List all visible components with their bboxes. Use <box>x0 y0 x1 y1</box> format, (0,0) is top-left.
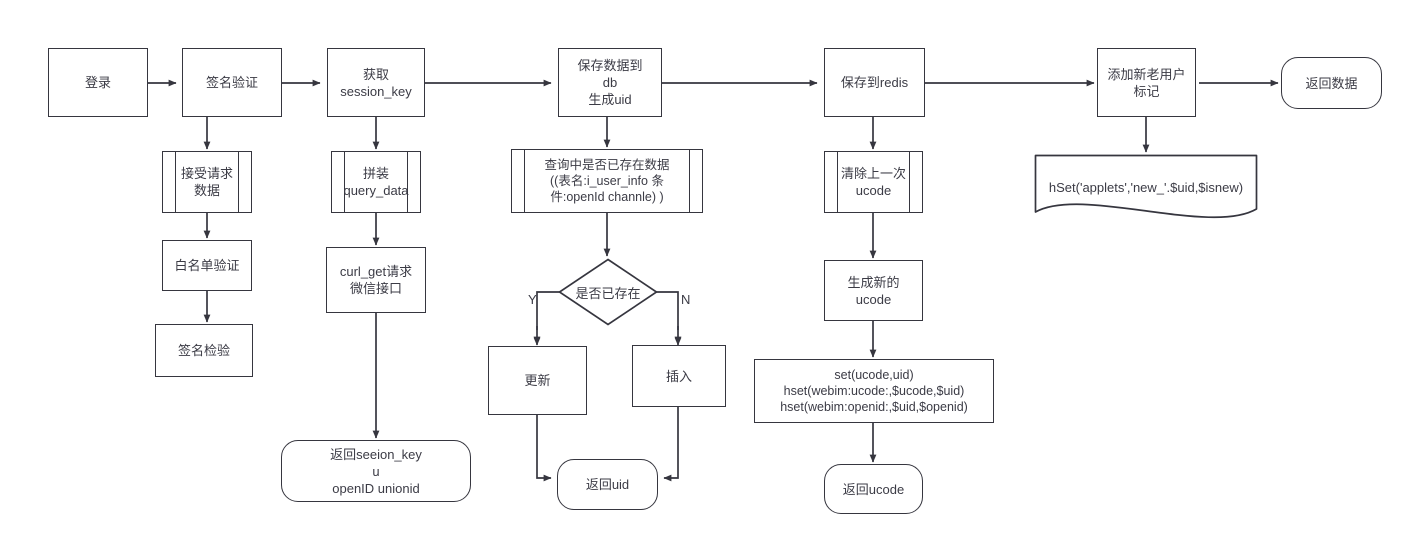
node-sign-verify-label: 签名验证 <box>205 75 258 90</box>
node-signature-check-label: 签名检验 <box>177 343 230 358</box>
node-return-session-key-label: 返回seeion_key u openID unionid <box>330 446 422 496</box>
node-login[interactable]: 登录 <box>48 48 148 117</box>
node-curl-get-wechat[interactable]: curl_get请求 微信接口 <box>326 247 426 313</box>
node-insert[interactable]: 插入 <box>632 345 726 407</box>
node-sign-verify[interactable]: 签名验证 <box>182 48 282 117</box>
node-get-session-key[interactable]: 获取 session_key <box>327 48 425 117</box>
predef-rail-left <box>175 152 176 212</box>
document-shape <box>1034 154 1258 219</box>
node-whitelist-verify-label: 白名单验证 <box>174 258 240 273</box>
node-save-to-redis[interactable]: 保存到redis <box>824 48 925 117</box>
node-generate-new-ucode[interactable]: 生成新的 ucode <box>824 260 923 321</box>
node-insert-label: 插入 <box>665 368 692 384</box>
node-redis-commands-label: set(ucode,uid) hset(webim:ucode:,$ucode,… <box>780 368 968 414</box>
node-return-uid[interactable]: 返回uid <box>557 459 658 510</box>
node-curl-get-wechat-label: curl_get请求 微信接口 <box>339 264 413 296</box>
node-redis-commands[interactable]: set(ucode,uid) hset(webim:ucode:,$ucode,… <box>754 359 994 423</box>
node-query-exists-label: 查询中是否已存在数据 ((表名:i_user_info 条 件:openId c… <box>544 158 670 204</box>
node-clear-last-ucode-label: 清除上一次 ucode <box>840 166 906 198</box>
predef-rail-left <box>524 150 525 212</box>
edge-decision-yes-leg <box>536 291 560 330</box>
node-generate-new-ucode-label: 生成新的 ucode <box>847 274 900 307</box>
node-clear-last-ucode[interactable]: 清除上一次 ucode <box>824 151 923 213</box>
node-return-data[interactable]: 返回数据 <box>1281 57 1382 109</box>
node-save-to-db[interactable]: 保存数据到 db 生成uid <box>558 48 662 117</box>
node-get-session-key-label: 获取 session_key <box>340 66 412 99</box>
edge-insert-to-returnuid <box>663 407 679 482</box>
node-query-exists[interactable]: 查询中是否已存在数据 ((表名:i_user_info 条 件:openId c… <box>511 149 703 213</box>
node-add-user-flag-label: 添加新老用户 标记 <box>1107 66 1186 99</box>
node-return-uid-label: 返回uid <box>585 477 630 492</box>
node-build-query-data-label: 拼装 query_data <box>343 166 409 198</box>
predef-rail-right <box>238 152 239 212</box>
predef-rail-right <box>407 152 408 212</box>
node-hset-document-label: hSet('applets','new_'.$uid,$isnew) <box>1048 180 1244 195</box>
node-return-ucode[interactable]: 返回ucode <box>824 464 923 514</box>
node-update[interactable]: 更新 <box>488 346 587 415</box>
node-login-label: 登录 <box>84 75 111 90</box>
edge-update-to-returnuid <box>536 415 552 482</box>
node-signature-check[interactable]: 签名检验 <box>155 324 253 377</box>
diamond-shape <box>558 258 658 326</box>
node-receive-request-label: 接受请求 数据 <box>180 166 233 198</box>
node-exists-decision-label: 是否已存在 <box>575 285 641 301</box>
predef-rail-right <box>689 150 690 212</box>
predef-rail-right <box>909 152 910 212</box>
node-add-user-flag[interactable]: 添加新老用户 标记 <box>1097 48 1196 117</box>
node-receive-request[interactable]: 接受请求 数据 <box>162 151 252 213</box>
node-update-label: 更新 <box>524 373 551 388</box>
node-build-query-data[interactable]: 拼装 query_data <box>331 151 421 213</box>
predef-rail-left <box>837 152 838 212</box>
node-hset-document[interactable]: hSet('applets','new_'.$uid,$isnew) <box>1034 154 1258 222</box>
node-whitelist-verify[interactable]: 白名单验证 <box>162 240 252 291</box>
predef-rail-left <box>344 152 345 212</box>
node-save-to-db-label: 保存数据到 db 生成uid <box>577 58 643 107</box>
edge-label-no: N <box>681 292 691 307</box>
edge-label-yes: Y <box>528 292 537 307</box>
edge-decision-no-leg <box>655 291 679 330</box>
node-return-ucode-label: 返回ucode <box>842 481 905 497</box>
node-return-session-key[interactable]: 返回seeion_key u openID unionid <box>281 440 471 502</box>
node-exists-decision[interactable]: 是否已存在 <box>558 258 658 326</box>
node-save-to-redis-label: 保存到redis <box>840 75 909 90</box>
node-return-data-label: 返回数据 <box>1305 75 1358 91</box>
